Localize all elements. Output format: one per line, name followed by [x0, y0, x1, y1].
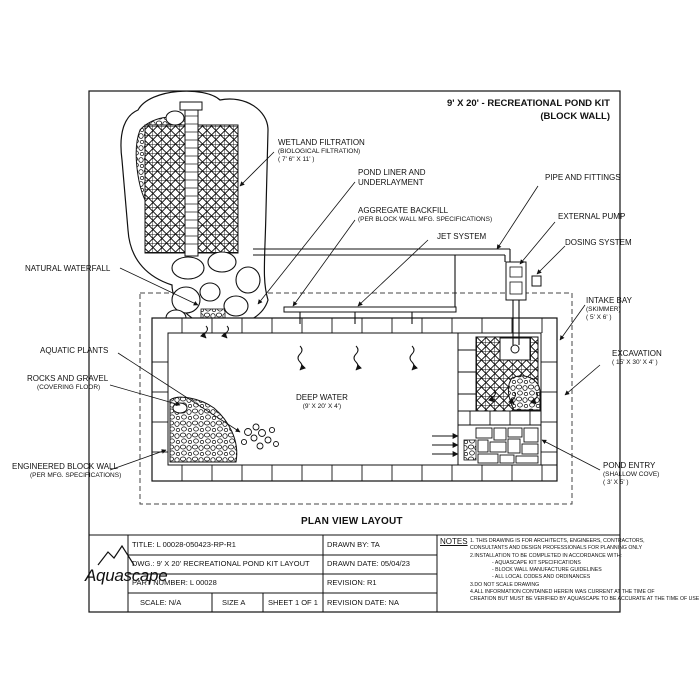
notes-heading: NOTES: [440, 537, 468, 546]
label-deep-water-sub: (9' X 20' X 4'): [302, 403, 342, 410]
tb-part-number: PART NUMBER: L 00028: [132, 578, 217, 587]
logo-mountains: [97, 544, 135, 566]
label-external-pump: EXTERNAL PUMP: [558, 212, 626, 221]
label-pond-entry-name: POND ENTRY: [603, 461, 656, 470]
tb-title: TITLE: L 00028-050423-RP-R1: [132, 540, 236, 549]
tb-revision-date: REVISION DATE: NA: [327, 598, 399, 607]
label-natural-waterfall: NATURAL WATERFALL: [25, 264, 111, 273]
label-intake-bay-sub1: (SKIMMER): [586, 306, 621, 313]
label-aggregate-name: AGGREGATE BACKFILL: [358, 206, 449, 215]
label-pipe-fittings: PIPE AND FITTINGS: [545, 173, 621, 182]
tb-sheet: SHEET 1 OF 1: [268, 598, 318, 607]
note-line: 1. THIS DRAWING IS FOR ARCHITECTS, ENGIN…: [470, 538, 645, 544]
note-line: 4.ALL INFORMATION CONTAINED HEREIN WAS C…: [470, 589, 655, 596]
label-pond-entry-sub2: ( 3' X 5' ): [603, 479, 629, 486]
label-aquatic-plants: AQUATIC PLANTS: [40, 346, 109, 355]
note-line: CREATION BUT MUST BE VERIFIED BY AQUASCA…: [470, 596, 700, 603]
note-line: 3.DO NOT SCALE DRAWING: [470, 581, 540, 588]
label-block-wall: ENGINEERED BLOCK WALL (PER MFG. SPECIFIC…: [12, 462, 121, 480]
sheet-border: [88, 90, 621, 613]
aquascape-logo: Aquascape: [85, 566, 168, 585]
note-line: 2.INSTALLATION TO BE COMPLETED IN ACCORD…: [470, 552, 622, 559]
label-pond-liner-1: POND LINER AND: [358, 168, 426, 177]
label-excavation: EXCAVATION ( 15' X 30' X 4' ): [612, 349, 662, 367]
label-deep-water-name: DEEP WATER: [296, 393, 348, 402]
label-excavation-name: EXCAVATION: [612, 349, 662, 358]
drawing-title: 9' X 20' - RECREATIONAL POND KIT (BLOCK …: [447, 97, 610, 123]
label-rocks-gravel: ROCKS AND GRAVEL (COVERING FLOOR): [27, 374, 108, 392]
tb-scale: SCALE: N/A: [140, 598, 182, 607]
label-wetland: WETLAND FILTRATION (BIOLOGICAL FILTRATIO…: [278, 138, 365, 164]
rocks-gravel-floor: [169, 396, 238, 463]
jet-pipe: [283, 306, 457, 313]
label-rocks-gravel-name: ROCKS AND GRAVEL: [27, 374, 109, 383]
note-line: - ALL LOCAL CODES AND ORDINANCES: [492, 574, 591, 581]
note-line: CONSULTANTS AND DESIGN PROFESSIONALS FOR…: [470, 545, 643, 552]
notes-list: 1. THIS DRAWING IS FOR ARCHITECTS, ENGIN…: [470, 538, 699, 604]
label-aggregate-sub: (PER BLOCK WALL MFG. SPECIFICATIONS): [358, 216, 493, 223]
title-line-1: 9' X 20' - RECREATIONAL POND KIT: [446, 98, 610, 109]
title-line-2: (BLOCK WALL): [540, 111, 610, 122]
label-pond-liner-2: UNDERLAYMENT: [358, 178, 424, 187]
label-wetland-sub2: ( 7' 6" X 11' ): [278, 156, 315, 163]
label-pond-entry: POND ENTRY (SHALLOW COVE) ( 3' X 5' ): [603, 461, 659, 487]
label-excavation-sub: ( 15' X 30' X 4' ): [612, 359, 658, 366]
plan-view-caption: PLAN VIEW LAYOUT: [301, 516, 403, 527]
label-dosing-system: DOSING SYSTEM: [565, 238, 632, 247]
label-intake-bay-sub2: ( 5' X 6' ): [586, 314, 612, 321]
label-jet-system: JET SYSTEM: [437, 232, 487, 241]
note-line: - AQUASCAPE KIT SPECIFICATIONS: [492, 559, 581, 566]
tb-drawn-by: DRAWN BY: TA: [327, 540, 380, 549]
label-wetland-name: WETLAND FILTRATION: [278, 138, 365, 147]
label-block-wall-name: ENGINEERED BLOCK WALL: [12, 462, 118, 471]
label-pond-liner: POND LINER AND UNDERLAYMENT: [358, 168, 426, 188]
label-deep-water: DEEP WATER (9' X 20' X 4'): [296, 393, 348, 411]
label-block-wall-sub: (PER MFG. SPECIFICATIONS): [30, 472, 122, 479]
dosing-unit: [531, 275, 542, 287]
tb-drawn-date: DRAWN DATE: 05/04/23: [327, 559, 410, 568]
label-intake-bay-name: INTAKE BAY: [586, 296, 632, 305]
note-line: - BLOCK WALL MANUFACTURE GUIDELINES: [492, 567, 602, 574]
excavation-outline: [139, 292, 573, 505]
label-rocks-gravel-sub: (COVERING FLOOR): [37, 384, 101, 391]
tb-revision: REVISION: R1: [327, 578, 377, 587]
label-aggregate: AGGREGATE BACKFILL (PER BLOCK WALL MFG. …: [358, 206, 492, 224]
tb-dwg: DWG.: 9' X 20' RECREATIONAL POND KIT LAY…: [132, 559, 310, 568]
label-pond-entry-sub1: (SHALLOW COVE): [603, 471, 660, 478]
label-intake-bay: INTAKE BAY (SKIMMER) ( 5' X 6' ): [586, 296, 632, 322]
tb-size: SIZE A: [222, 598, 246, 607]
label-wetland-sub1: (BIOLOGICAL FILTRATION): [278, 148, 361, 155]
